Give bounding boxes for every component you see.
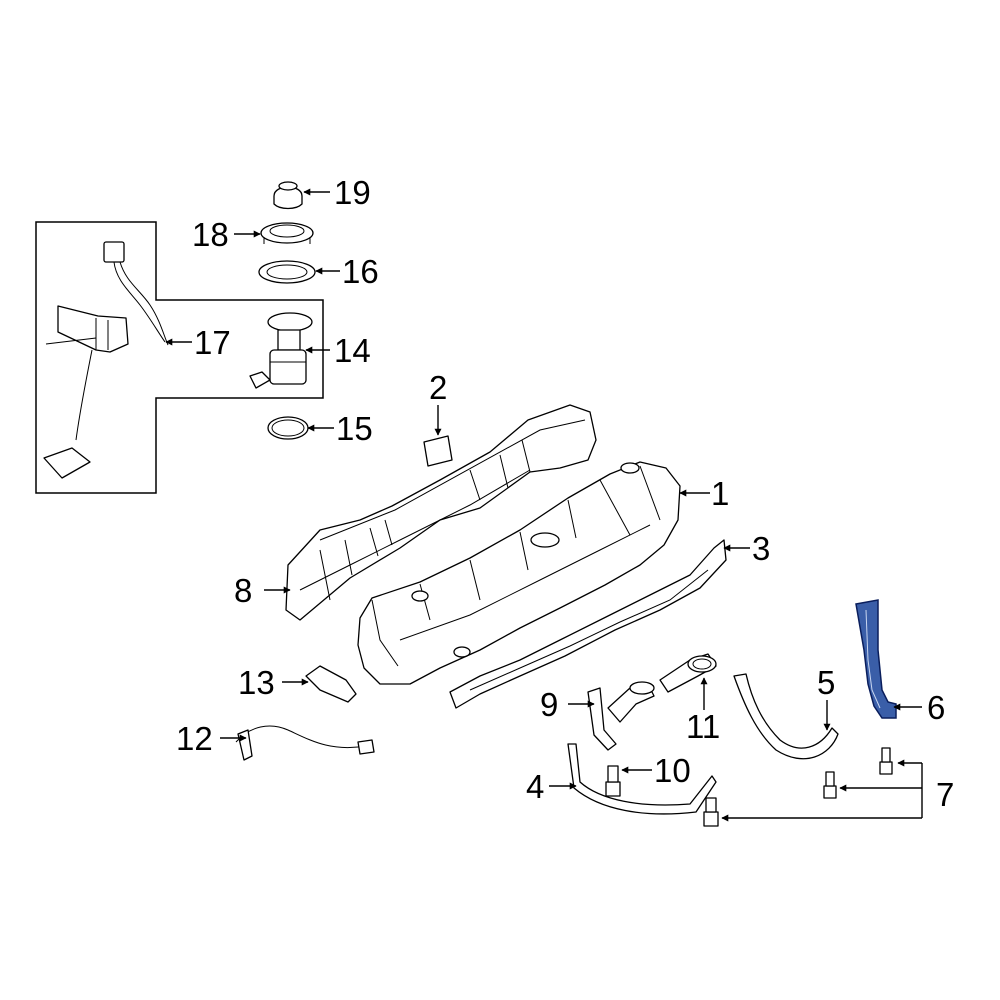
callout-3: 3 bbox=[752, 530, 770, 567]
part-8-heat-shield[interactable] bbox=[285, 404, 597, 621]
part-18-lock-ring[interactable] bbox=[260, 222, 314, 244]
callout-9: 9 bbox=[540, 686, 558, 723]
callout-10: 10 bbox=[654, 752, 691, 789]
callout-8: 8 bbox=[234, 572, 252, 609]
sender-inset-frame bbox=[35, 221, 324, 494]
part-15-seal[interactable] bbox=[267, 416, 309, 440]
part-16-gasket[interactable] bbox=[258, 260, 316, 284]
callout-18: 18 bbox=[192, 216, 229, 253]
callout-13: 13 bbox=[238, 664, 275, 701]
part-1-fuel-tank[interactable] bbox=[357, 461, 681, 685]
part-9-filler-pipe[interactable] bbox=[587, 681, 655, 751]
part-17-fuel-level-sender[interactable] bbox=[43, 241, 169, 479]
callout-7: 7 bbox=[936, 776, 954, 813]
callout-5: 5 bbox=[817, 664, 835, 701]
leader-lines bbox=[165, 188, 923, 822]
part-14-fuel-pump-module[interactable] bbox=[249, 312, 313, 389]
callout-6: 6 bbox=[927, 689, 945, 726]
callout-11: 11 bbox=[686, 708, 720, 745]
part-5-tank-strap[interactable] bbox=[733, 673, 839, 760]
part-6-tank-strap-highlighted[interactable] bbox=[855, 599, 897, 719]
callout-17: 17 bbox=[194, 324, 231, 361]
part-10-bolt[interactable] bbox=[605, 765, 621, 797]
part-11-filler-neck[interactable] bbox=[659, 653, 717, 693]
part-2-label[interactable] bbox=[423, 435, 453, 467]
callout-15: 15 bbox=[336, 410, 373, 447]
callout-4: 4 bbox=[526, 768, 544, 805]
part-13-connector[interactable] bbox=[305, 665, 357, 703]
callout-16: 16 bbox=[342, 253, 379, 290]
callout-19: 19 bbox=[334, 174, 371, 211]
callout-2: 2 bbox=[429, 369, 447, 406]
callout-12: 12 bbox=[176, 720, 213, 757]
part-7-bolts[interactable] bbox=[703, 747, 893, 827]
part-4-tank-strap[interactable] bbox=[567, 743, 717, 815]
part-12-vent-line[interactable] bbox=[235, 725, 375, 761]
callout-14: 14 bbox=[334, 332, 371, 369]
part-19-lock-cap[interactable] bbox=[273, 181, 303, 210]
callout-1: 1 bbox=[711, 475, 729, 512]
